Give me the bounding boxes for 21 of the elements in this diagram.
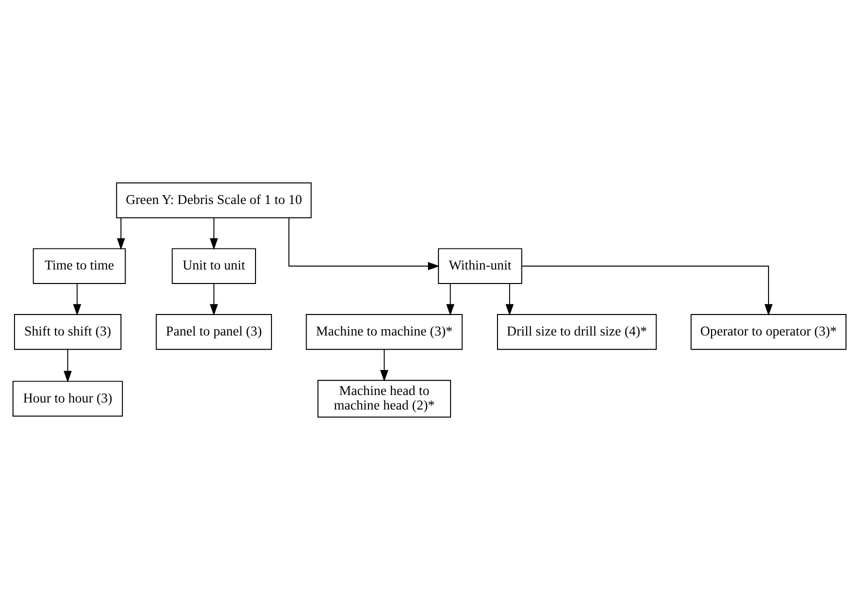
arrow <box>506 282 514 316</box>
arrow <box>521 265 773 316</box>
arrow <box>288 216 440 270</box>
node-box: Time to time <box>32 248 126 284</box>
arrow <box>210 282 218 316</box>
node-box: Within-unit <box>438 248 522 284</box>
node-box: Machine head to machine head (2)* <box>317 379 452 418</box>
node-box: Hour to hour (3) <box>12 380 123 416</box>
arrow <box>73 282 82 316</box>
arrow <box>446 282 454 316</box>
arrow <box>380 348 388 382</box>
node-box: Green Y: Debris Scale of 1 to 10 <box>116 182 312 218</box>
arrow <box>116 216 126 250</box>
node-box: Panel to panel (3) <box>156 314 272 350</box>
arrow <box>210 216 218 250</box>
node-box: Operator to operator (3)* <box>690 314 846 350</box>
node-box: Machine to machine (3)* <box>306 314 463 350</box>
node-box: Unit to unit <box>172 248 256 284</box>
node-box: Shift to shift (3) <box>14 314 122 350</box>
arrow <box>64 348 72 382</box>
node-box: Drill size to drill size (4)* <box>497 314 657 350</box>
